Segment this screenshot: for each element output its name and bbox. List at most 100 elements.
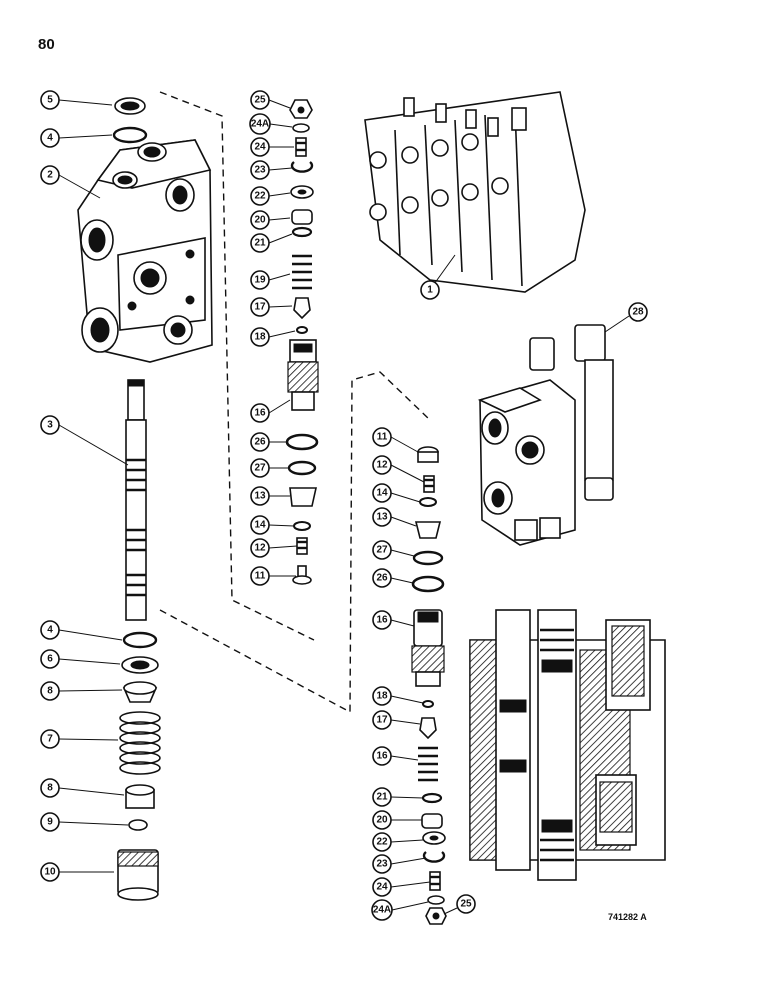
valve-cross-section bbox=[469, 609, 666, 881]
svg-text:18: 18 bbox=[376, 691, 388, 702]
callout-24a-lower: 24A bbox=[371, 899, 429, 921]
callout-20-upper: 20 bbox=[250, 210, 291, 230]
retainer-9 bbox=[128, 819, 148, 831]
callout-26-lower: 26 bbox=[372, 568, 414, 588]
callout-26-upper: 26 bbox=[250, 432, 286, 452]
callout-17-lower: 17 bbox=[372, 710, 421, 730]
svg-text:27: 27 bbox=[254, 463, 266, 474]
callouts-center-lower: 11 12 14 13 27 26 16 18 17 16 21 20 22 2… bbox=[371, 427, 476, 921]
callout-7: 7 bbox=[40, 729, 119, 749]
svg-text:28: 28 bbox=[632, 307, 644, 318]
callout-12-lower: 12 bbox=[372, 455, 425, 483]
svg-text:17: 17 bbox=[254, 302, 266, 313]
callout-25-lower: 25 bbox=[443, 894, 476, 915]
callout-6: 6 bbox=[40, 649, 121, 669]
callout-21-upper: 21 bbox=[250, 233, 293, 253]
centering-spring-7 bbox=[119, 711, 161, 775]
callout-16-upper: 16 bbox=[250, 399, 291, 423]
svg-text:8: 8 bbox=[47, 783, 53, 794]
svg-text:26: 26 bbox=[254, 437, 266, 448]
svg-text:20: 20 bbox=[254, 215, 266, 226]
callout-20-lower: 20 bbox=[372, 810, 422, 830]
svg-text:5: 5 bbox=[47, 95, 53, 106]
svg-text:3: 3 bbox=[47, 420, 53, 431]
svg-text:19: 19 bbox=[254, 275, 266, 286]
o-ring-4-top bbox=[112, 126, 148, 144]
svg-text:23: 23 bbox=[254, 165, 266, 176]
inlet-section-assembly bbox=[477, 324, 614, 546]
spring-seat-8-upper bbox=[122, 681, 158, 703]
callout-16b-lower: 16 bbox=[372, 746, 419, 766]
callout-27-lower: 27 bbox=[372, 540, 415, 560]
svg-text:27: 27 bbox=[376, 545, 388, 556]
relief-valve-parts-lower bbox=[411, 446, 447, 925]
callout-28: 28 bbox=[604, 302, 648, 333]
svg-text:10: 10 bbox=[44, 867, 56, 878]
svg-text:20: 20 bbox=[376, 815, 388, 826]
svg-text:25: 25 bbox=[460, 899, 472, 910]
svg-text:24A: 24A bbox=[373, 905, 391, 916]
washer-6 bbox=[121, 656, 159, 674]
callout-4-top: 4 bbox=[40, 128, 113, 148]
o-ring-4-lower bbox=[122, 631, 158, 649]
svg-text:16: 16 bbox=[254, 408, 266, 419]
callout-18-upper: 18 bbox=[250, 327, 296, 347]
svg-text:16: 16 bbox=[376, 751, 388, 762]
callout-18-lower: 18 bbox=[372, 686, 424, 706]
callout-8-lower: 8 bbox=[40, 778, 125, 798]
svg-text:24: 24 bbox=[376, 882, 388, 893]
callout-25-upper: 25 bbox=[250, 90, 291, 110]
callout-23-upper: 23 bbox=[250, 160, 293, 180]
svg-text:8: 8 bbox=[47, 686, 53, 697]
svg-text:21: 21 bbox=[376, 792, 388, 803]
valve-body bbox=[77, 139, 213, 363]
svg-text:14: 14 bbox=[254, 520, 266, 531]
relief-valve-parts-upper bbox=[285, 99, 319, 585]
callout-11-upper: 11 bbox=[250, 566, 296, 586]
spool bbox=[125, 379, 147, 621]
svg-text:4: 4 bbox=[47, 133, 53, 144]
callout-17-upper: 17 bbox=[250, 297, 293, 317]
svg-text:21: 21 bbox=[254, 238, 266, 249]
callout-1: 1 bbox=[420, 280, 440, 300]
svg-text:24: 24 bbox=[254, 142, 266, 153]
spring-seat-8-lower bbox=[125, 784, 155, 809]
callout-11-lower: 11 bbox=[372, 427, 419, 453]
svg-text:14: 14 bbox=[376, 488, 388, 499]
svg-text:12: 12 bbox=[376, 460, 388, 471]
svg-text:22: 22 bbox=[376, 837, 388, 848]
callout-19-upper: 19 bbox=[250, 270, 291, 290]
callout-5: 5 bbox=[40, 90, 113, 110]
svg-text:1: 1 bbox=[427, 285, 433, 296]
svg-text:25: 25 bbox=[254, 95, 266, 106]
callout-13-upper: 13 bbox=[250, 486, 290, 506]
callout-14-upper: 14 bbox=[250, 515, 295, 535]
callout-12-upper: 12 bbox=[250, 538, 298, 558]
callout-14-lower: 14 bbox=[372, 483, 421, 503]
callout-9: 9 bbox=[40, 812, 129, 832]
callout-22-lower: 22 bbox=[372, 832, 424, 852]
callout-21-lower: 21 bbox=[372, 787, 424, 807]
cap-10 bbox=[117, 849, 159, 901]
callout-4-lower: 4 bbox=[40, 620, 123, 641]
callout-16-lower: 16 bbox=[372, 610, 415, 630]
svg-text:13: 13 bbox=[254, 491, 266, 502]
svg-text:2: 2 bbox=[47, 170, 53, 181]
callout-23-lower: 23 bbox=[372, 854, 427, 874]
callout-24-upper: 24 bbox=[250, 137, 294, 157]
figure-code: 741282 A bbox=[608, 912, 647, 922]
svg-text:11: 11 bbox=[255, 571, 266, 582]
callout-3: 3 bbox=[40, 415, 129, 466]
svg-text:4: 4 bbox=[47, 625, 53, 636]
svg-text:11: 11 bbox=[377, 432, 388, 443]
callout-27-upper: 27 bbox=[250, 458, 288, 478]
svg-text:26: 26 bbox=[376, 573, 388, 584]
svg-text:7: 7 bbox=[47, 734, 53, 745]
svg-text:12: 12 bbox=[254, 543, 266, 554]
callout-10: 10 bbox=[40, 862, 114, 882]
callouts-left: 5 4 2 3 4 6 8 7 8 9 10 bbox=[40, 90, 129, 882]
svg-text:22: 22 bbox=[254, 191, 266, 202]
callout-24-lower: 24 bbox=[372, 877, 431, 897]
callouts-center-upper: 25 24A 24 23 22 20 21 19 17 18 16 26 27 … bbox=[249, 90, 298, 586]
